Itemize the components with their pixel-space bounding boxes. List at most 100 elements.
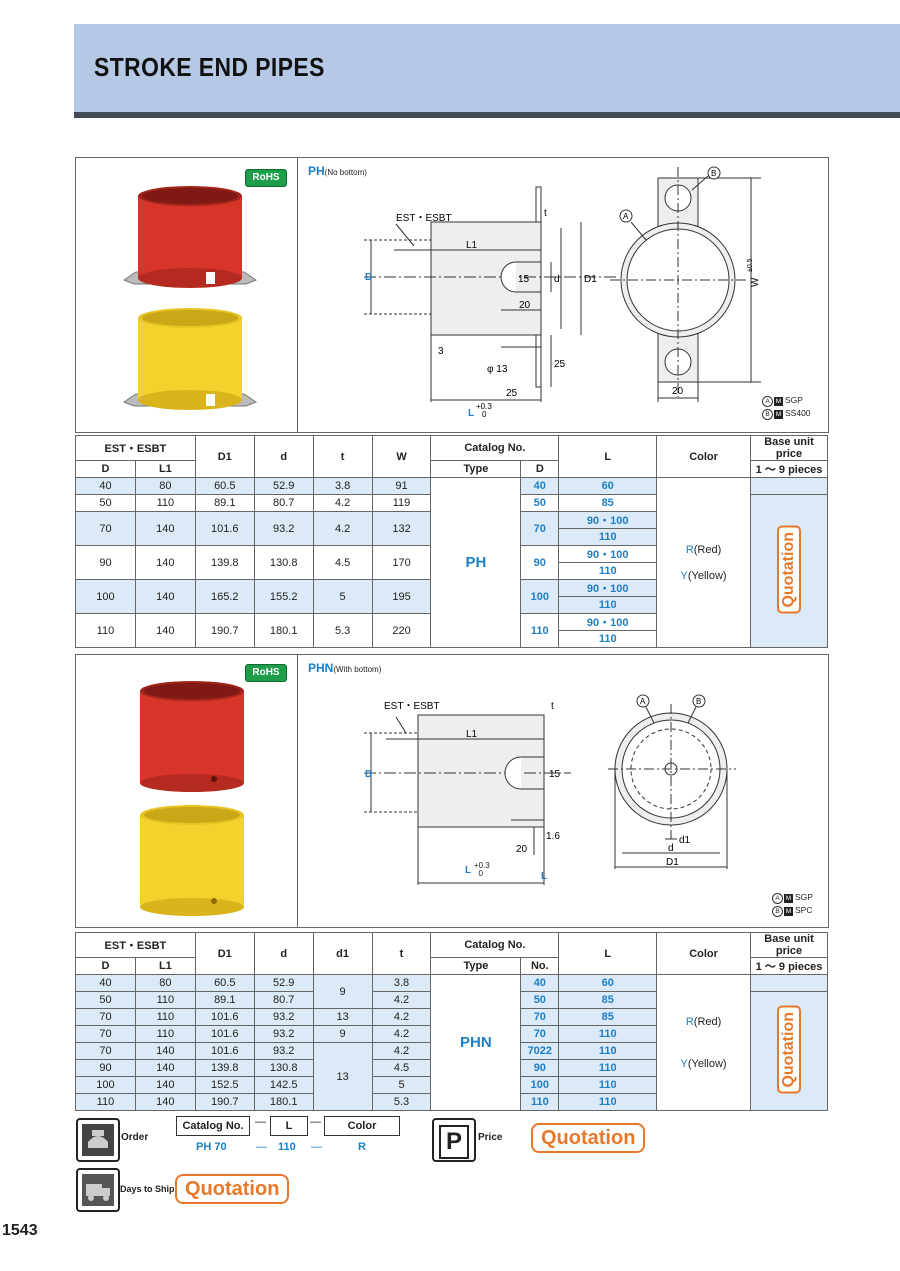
order-l-header: L [270,1116,308,1136]
ph-w-label: W [750,277,761,287]
phn-side-drawing: EST・ESBT L1 D t 15 1.6 20 L [364,701,571,885]
phn-20-label: 20 [516,844,528,855]
th-d1: D1 [194,435,255,478]
th-color: Color [656,435,751,478]
ph-front-drawing: B A W ±0.5 20 [610,166,761,402]
ph-l-tol-dn: 0 [482,410,487,419]
quotation-badge: Quotation [777,525,801,614]
th-catalog: Catalog No. [430,435,560,461]
page-header: STROKE END PIPES [74,24,900,118]
th-catD: D [520,460,560,478]
ph-side-drawing: EST・ESBT L1 D d D1 t 15 20 3 φ 13 25 25 … [364,186,616,419]
phn-D1-label: D1 [666,857,679,868]
th-D: D [75,460,136,478]
phn-circle-b: B [696,697,701,706]
ph-circle-a: A [623,212,629,221]
phn-code: PHN [308,661,334,675]
phn-front-drawing: A B d1 d D1 [608,694,736,869]
ph-w-tol: ±0.5 [747,258,754,272]
rohs-badge: RoHS [245,169,287,187]
order-label: Order [121,1132,149,1143]
rohs-badge: RoHS [245,664,287,682]
price-icon: P [432,1118,476,1162]
ph-panel: RoHS PH(No bottom) [75,157,829,433]
phn-d1-label: d1 [679,835,691,846]
ph-panel-divider [297,158,298,432]
ph-est-label: EST・ESBT [396,213,452,224]
order-l-value: 110 [278,1141,296,1153]
phn-spec-table: EST・ESBT D1 d d1 t Catalog No. L Color B… [75,932,828,1111]
ph-25b-label: 25 [506,388,518,399]
ship-quotation: Quotation [175,1174,290,1204]
phn-l1-label: L1 [466,729,478,740]
th-w: W [371,435,432,478]
ph-type-cell: PH [430,477,522,648]
order-catalog-header: Catalog No. [176,1116,250,1136]
phn-circle-a: A [640,697,646,706]
ph-t-label: t [544,208,547,219]
phn-d-label: D [365,769,372,780]
ph-d-small-label: d [554,274,560,285]
phn-t-label: t [551,701,554,712]
ph-15-label: 15 [518,274,530,285]
ph-20-label: 20 [519,300,531,311]
phn-color-cell: R(Red) Y(Yellow) [656,974,752,1111]
th-d: d [253,435,314,478]
phn-price-cell: Quotation [750,991,828,1111]
phn-l-dim: L +0.3 0 [465,861,490,878]
phn-est-label: EST・ESBT [384,701,440,712]
th-qty: 1 ～ 9 pieces [750,460,828,478]
truck-icon [76,1168,120,1212]
th-L1: L1 [134,460,196,478]
yellow-pipe-image [140,805,244,916]
ph-color-cell: R(Red) Y(Yellow) [656,477,751,648]
page-number: 1543 [2,1222,38,1239]
ph-20b-label: 20 [672,386,684,397]
order-color-value: R [358,1141,366,1153]
order-dash-2: — [310,1116,321,1128]
order-catalog-value: PH 70 [196,1141,227,1153]
red-pipe-image [122,186,258,288]
yellow-pipe-image [122,308,258,410]
price-quotation: Quotation [531,1123,646,1153]
th-price: Base unit price [750,435,828,461]
phn-16-label: 1.6 [546,831,560,842]
phn-l-label: L [541,871,547,882]
phn-dd-label: d [668,843,674,854]
order-color-header: Color [324,1116,400,1136]
ph-d1-label: D1 [584,274,597,285]
ph-label: PH(No bottom) [308,164,367,178]
ph-price-cell: Quotation [750,494,828,648]
phn-panel: RoHS PHN(With bottom) [75,654,829,928]
header-rule [74,112,900,118]
th-type: Type [430,460,522,478]
ph-phi13-label: φ 13 [487,364,508,375]
order-dash-3: — [256,1141,267,1153]
ph-l-label: L [468,408,474,419]
phn-subtitle: (With bottom) [333,665,382,674]
phn-type-cell: PHN [430,974,522,1111]
th-t: t [312,435,373,478]
red-pipe-image [140,681,244,792]
quotation-badge: Quotation [777,1005,801,1094]
order-dash-1: — [255,1116,266,1128]
ph-3-label: 3 [438,346,444,357]
ph-25-label: 25 [554,359,566,370]
price-label: Price [478,1132,503,1143]
page-title: STROKE END PIPES [94,52,325,82]
